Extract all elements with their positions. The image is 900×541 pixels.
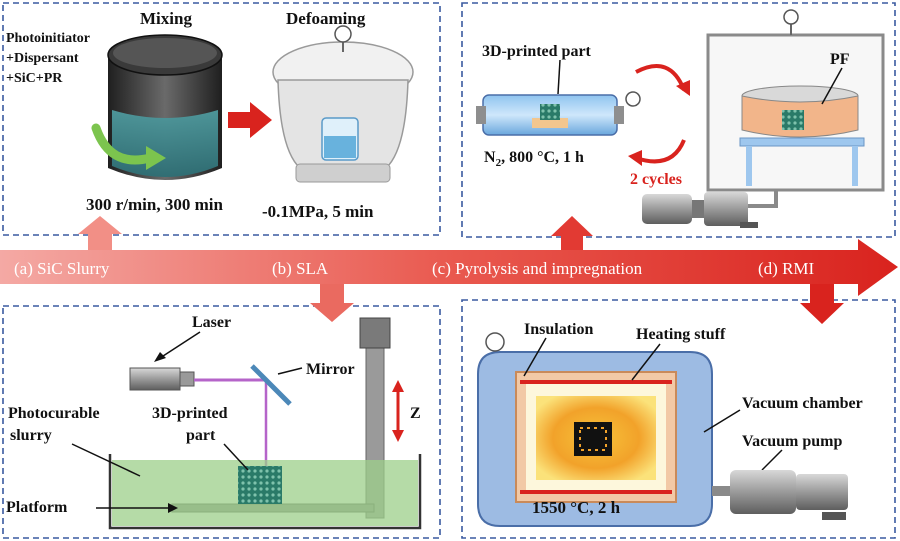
stirring-arrow-icon [91,123,155,165]
cycle-arrowhead-bottom-icon [628,150,642,166]
cycles-label: 2 cycles [630,171,682,188]
impregnation-chamber-icon [706,22,885,192]
slurry-label-line1: Photocurable [8,405,100,422]
pyrolysis-conditions: N2, 800 °C, 1 h [484,149,584,169]
cycle-arrow-bottom-icon [635,139,686,164]
cycle-arrowhead-top-icon [676,80,690,96]
pyrolysis-part-pointer [557,59,561,95]
laser-pointer-head [154,352,166,362]
panel-rmi-frame [461,299,896,539]
down-arrow-rmi [800,284,844,324]
rmi-gauge-icon [485,332,505,352]
insulation-pointer [523,337,547,377]
stage-label-b: (b) SLA [272,259,329,278]
rmi-vacuum-pump-icon [712,470,848,520]
stirring-arrowhead-icon [146,146,166,170]
sla-part-label-line1: 3D-printed [152,405,228,422]
up-arrow-pyrolysis [551,216,593,250]
mixing-tank-icon [107,34,223,180]
mixing-params: 300 r/min, 300 min [86,195,223,214]
stage-label-c: (c) Pyrolysis and impregnation [432,259,643,278]
down-arrow-sla [310,284,354,322]
panel-pyrolysis-frame [461,2,896,238]
rmi-part-icon [574,422,612,456]
chamber-gauge-icon [783,9,799,25]
stage-label-a: (a) SiC Slurry [14,259,110,278]
vacuum-chamber-icon [477,351,713,527]
vacuum-chamber-pointer [703,409,741,433]
pyrolysis-part-label: 3D-printed part [482,43,592,60]
tube-furnace-icon [476,94,624,136]
vacuum-pump-label: Vacuum pump [742,433,842,450]
mixing-title: Mixing [140,9,192,28]
heating-label: Heating stuff [636,326,726,343]
tube-gauge-icon [625,91,641,107]
laser-label: Laser [192,314,231,331]
mixing-to-defoaming-arrow [228,102,272,138]
defoaming-gauge-icon [334,25,352,43]
ingredient-photoinitiator: Photoinitiator [6,31,90,46]
ingredient-sic-pr: +SiC+PR [6,71,63,86]
mirror-label: Mirror [306,361,355,378]
mirror-pointer [277,367,303,375]
defoaming-title: Defoaming [286,9,366,28]
slurry-label-line2: slurry [10,427,52,444]
up-arrow-slurry [78,216,122,250]
sla-part-pointer [223,443,249,471]
insulation-label: Insulation [524,321,593,338]
platform-pointer-head [168,503,178,513]
ingredient-dispersant: +Dispersant [6,51,79,66]
rmi-params: 1550 °C, 2 h [532,498,621,517]
vacuum-pump-pointer [761,449,783,471]
pf-pointer [821,67,843,105]
resin-vat-icon [108,454,422,530]
defoaming-params: -0.1MPa, 5 min [262,202,374,221]
laser-pointer [159,331,201,359]
mirror-icon [250,364,292,406]
z-axis-arrow-icon [392,380,404,442]
laser-source-icon [129,367,195,391]
slurry-pointer [71,443,141,477]
pf-label: PF [830,51,850,68]
defoaming-vessel-icon [272,40,414,183]
process-flow-arrow [0,239,898,296]
vacuum-chamber-label: Vacuum chamber [742,395,863,412]
pyrolysis-vacuum-pump-icon [642,190,778,228]
stage-label-d: (d) RMI [758,259,815,278]
sla-part-label-line2: part [186,427,216,444]
platform-label: Platform [6,499,68,516]
heating-pointer [631,343,661,381]
panel-sla-frame [2,305,441,539]
z-axis-label: Z [410,405,421,422]
panel-slurry-frame [2,2,441,236]
